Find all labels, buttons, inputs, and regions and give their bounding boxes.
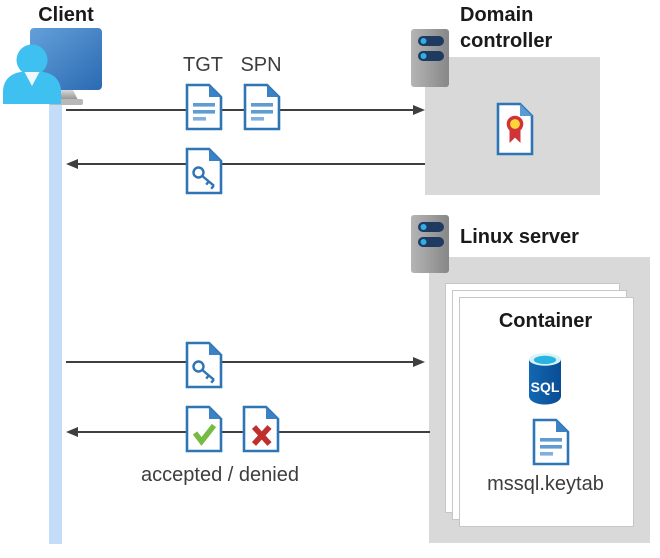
keytab-document-icon	[532, 418, 570, 466]
tgt-document-icon	[185, 83, 223, 131]
arrowhead-dc-to-client	[66, 159, 78, 169]
accepted-denied-label: accepted / denied	[141, 464, 299, 486]
container-label: Container	[498, 310, 593, 332]
arrowhead-linux-to-client	[66, 427, 78, 437]
sql-database-icon: SQL	[529, 353, 561, 405]
linux-server-label: Linux server	[460, 226, 579, 248]
arrow-client-to-dc	[66, 109, 414, 111]
server-icon-linux	[411, 215, 449, 273]
arrowhead-client-to-linux	[413, 357, 425, 367]
tgt-label: TGT	[183, 54, 223, 76]
arrow-dc-to-client	[77, 163, 425, 165]
key-document-icon-present	[185, 341, 223, 389]
client-lifeline	[49, 102, 62, 544]
client-label: Client	[38, 4, 94, 26]
certificate-icon	[496, 102, 534, 156]
spn-document-icon	[243, 83, 281, 131]
keytab-label: mssql.keytab	[487, 473, 604, 495]
container-card-front	[459, 297, 634, 527]
key-document-icon-return	[185, 147, 223, 195]
server-icon-dc	[411, 29, 449, 87]
domain-controller-label: Domain controller	[460, 4, 553, 52]
check-document-icon	[185, 405, 223, 453]
arrow-client-to-linux	[66, 361, 414, 363]
spn-label: SPN	[240, 54, 282, 76]
cross-document-icon	[242, 405, 280, 453]
arrowhead-client-to-dc	[413, 105, 425, 115]
user-at-monitor-icon	[3, 28, 102, 105]
sql-badge-text: SQL	[531, 379, 560, 395]
